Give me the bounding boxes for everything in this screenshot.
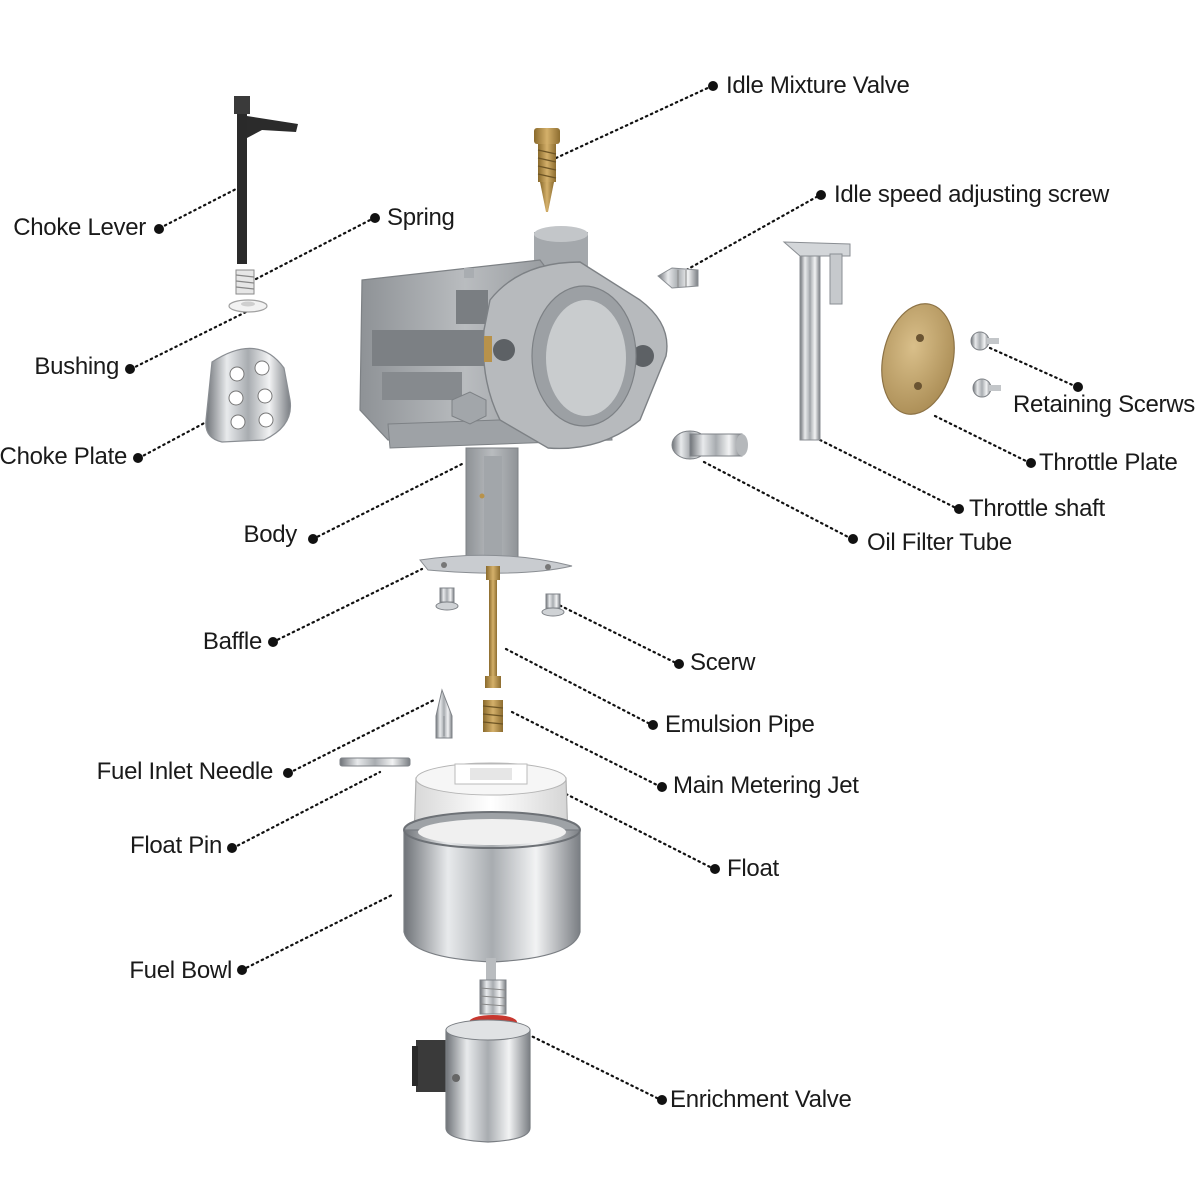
label-idle-mixture-valve: Idle Mixture Valve (726, 72, 910, 99)
throttle-plate-part (881, 303, 955, 415)
leader-throttle-plate (933, 414, 1032, 465)
label-choke-lever: Choke Lever (13, 214, 146, 241)
choke-lever-part (234, 96, 298, 264)
leader-scerw (553, 601, 680, 666)
small-screws-part (435, 587, 565, 617)
main-metering-jet-part (482, 700, 504, 732)
label-fuel-bowl: Fuel Bowl (129, 957, 232, 984)
carburetor-body-part (359, 226, 668, 559)
bushing-part (228, 299, 268, 313)
label-float-pin: Float Pin (129, 832, 222, 859)
leader-spring (254, 216, 376, 281)
baffle-part (419, 554, 573, 574)
leader-fuel-inlet-needle (287, 698, 436, 775)
idle-mixture-valve-part (534, 128, 560, 212)
leader-baffle (271, 567, 424, 644)
label-retaining-scerws: Retaining Scerws (1013, 391, 1195, 418)
label-bushing: Bushing (34, 353, 119, 380)
float-pin-part (339, 757, 411, 767)
leader-idle-speed-screw (670, 193, 822, 280)
fuel-bowl-part (403, 811, 581, 963)
leader-float (564, 792, 716, 871)
label-body: Body (243, 521, 297, 548)
leader-float-pin (231, 770, 382, 850)
fuel-inlet-needle-part (435, 688, 453, 739)
label-fuel-inlet-needle: Fuel Inlet Needle (96, 758, 274, 785)
leader-retaining-scerws (988, 346, 1079, 389)
label-main-metering-jet: Main Metering Jet (673, 772, 859, 799)
leader-throttle-shaft (818, 438, 960, 511)
leader-emulsion-pipe (504, 647, 654, 727)
label-emulsion-pipe: Emulsion Pipe (665, 711, 815, 738)
leader-oil-filter-tube (702, 460, 854, 541)
label-scerw: Scerw (690, 649, 756, 676)
leader-body (311, 462, 464, 541)
label-dots (125, 81, 1083, 1105)
label-throttle-plate: Throttle Plate (1039, 449, 1178, 476)
emulsion-pipe-part (485, 566, 501, 688)
leader-bushing (129, 309, 250, 371)
leader-enrichment-valve (511, 1025, 663, 1102)
leader-idle-mixture-valve (554, 84, 714, 160)
leader-main-metering-jet (510, 710, 663, 789)
leader-lines (129, 84, 1079, 1102)
oil-filter-tube-part (671, 430, 748, 460)
enrichment-valve-part (412, 958, 531, 1143)
label-choke-plate: Choke Plate (0, 443, 127, 470)
label-enrichment-valve: Enrichment Valve (670, 1086, 852, 1113)
label-spring: Spring (387, 204, 455, 231)
label-oil-filter-tube: Oil Filter Tube (867, 529, 1012, 556)
throttle-shaft-part (782, 241, 851, 441)
retaining-screws-part (970, 331, 1001, 398)
choke-plate-part (205, 347, 292, 443)
label-baffle: Baffle (202, 628, 262, 655)
spring-part (235, 269, 255, 295)
leader-choke-plate (137, 418, 212, 460)
leader-fuel-bowl (240, 893, 394, 972)
label-idle-speed-adjusting-screw: Idle speed adjusting screw (834, 181, 1110, 208)
leader-choke-lever (158, 186, 240, 230)
idle-speed-screw-part (657, 267, 699, 289)
label-float: Float (727, 855, 779, 882)
label-throttle-shaft: Throttle shaft (969, 495, 1105, 522)
